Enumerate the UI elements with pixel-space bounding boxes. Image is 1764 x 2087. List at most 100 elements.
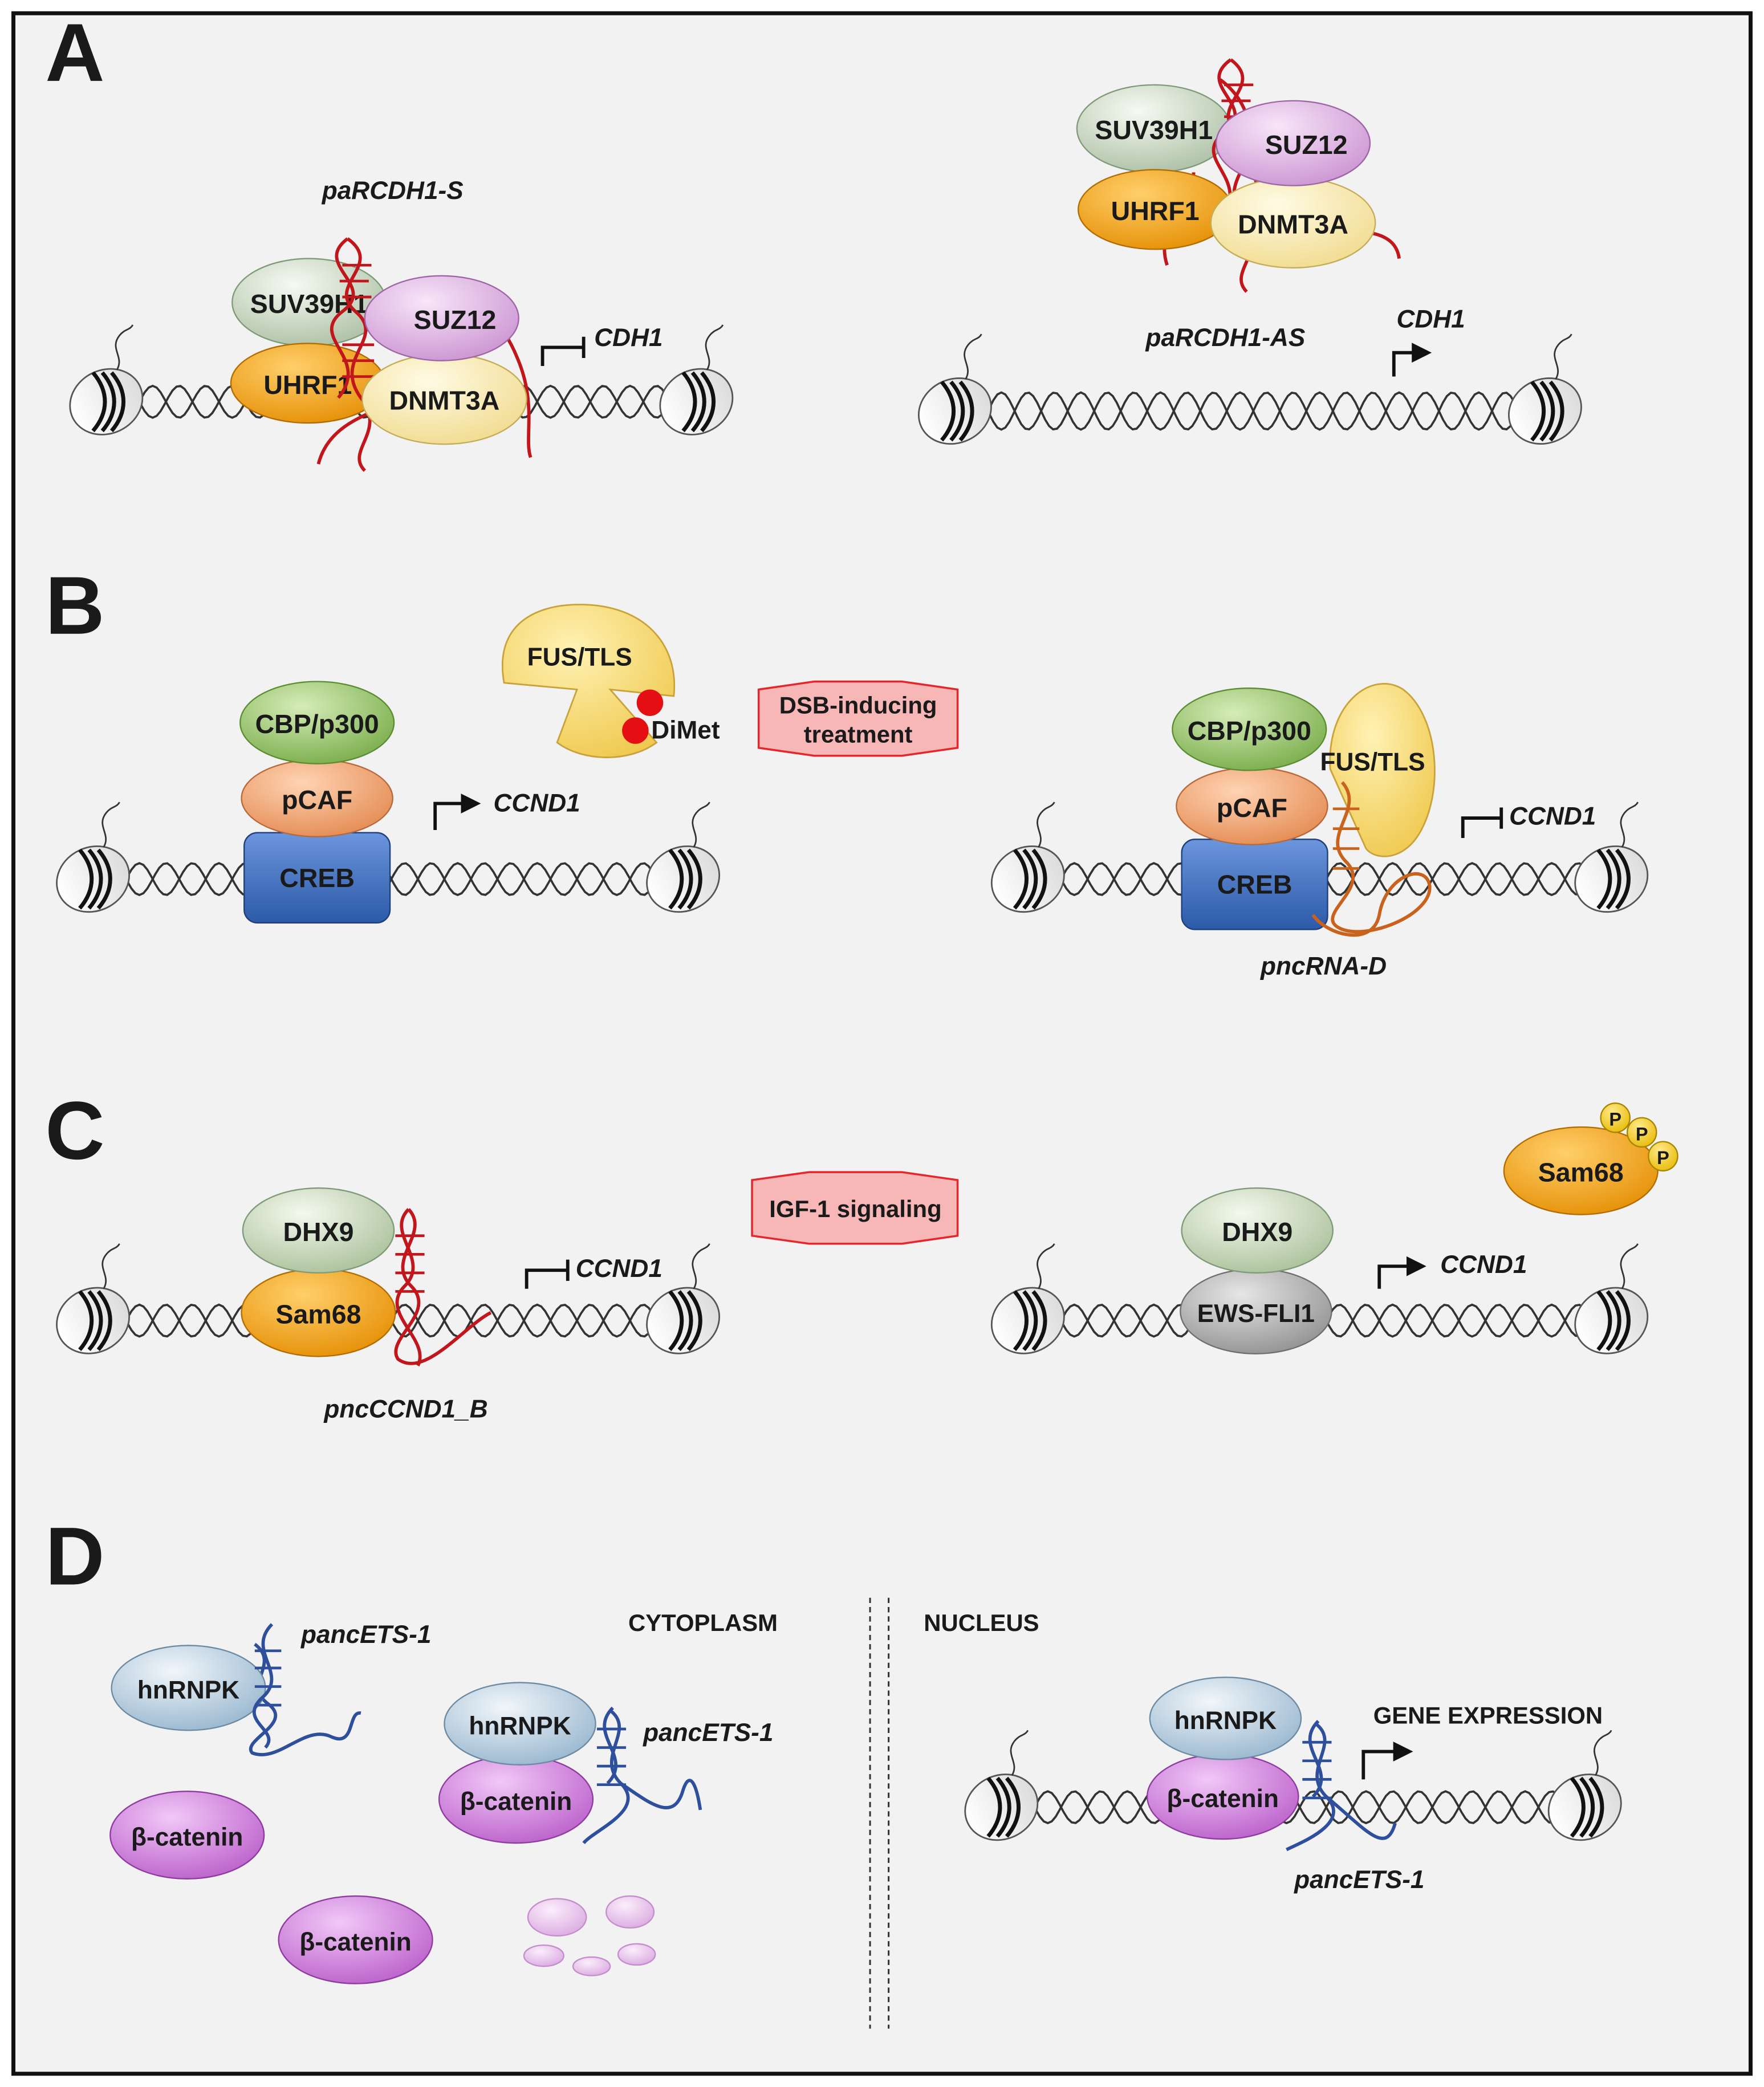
treatment-badge-igf1: IGF-1 signaling (751, 1171, 959, 1245)
treatment-label: IGF-1 signaling (769, 1195, 941, 1222)
rna-label: paRCDH1-AS (1145, 324, 1305, 352)
dnmt3a-label: DNMT3A (1238, 209, 1348, 239)
cbp-label: CBP/p300 (255, 709, 379, 739)
phosphate-label: P (1657, 1148, 1669, 1168)
active-promoter-arrow (433, 794, 481, 831)
nucleus-label: NUCLEUS (924, 1609, 1039, 1636)
rna-hairpin (1308, 1719, 1323, 1798)
panel-a-right: SUV39H1 UHRF1 DNMT3A SUZ12 paRCDH1-AS CD… (1076, 58, 1465, 377)
nucleosome-icon (56, 802, 131, 913)
repressed-promoter-symbol (1461, 816, 1502, 838)
nucleosome-icon (1574, 802, 1649, 913)
rna-label: paRCDH1-S (322, 177, 464, 205)
suv39h1-label: SUV39H1 (1095, 115, 1213, 145)
nucleosome-icon (990, 802, 1065, 913)
free-sam68-protein (1503, 1126, 1659, 1215)
gene-label: CCND1 (494, 789, 580, 817)
treatment-badge-dsb: DSB-inducing treatment (757, 680, 959, 757)
rna-label: pncRNA-D (1260, 953, 1387, 981)
fus-tls-label: FUS/TLS (1320, 748, 1425, 776)
treatment-label-line1: DSB-inducing (779, 691, 937, 718)
uhrf1-label: UHRF1 (1111, 196, 1200, 226)
nucleosome-icon (646, 802, 721, 913)
gene-label: CCND1 (576, 1255, 662, 1283)
active-promoter-arrow (1361, 1742, 1413, 1780)
dna-strand (960, 391, 1539, 431)
dhx9-label: DHX9 (1222, 1217, 1292, 1247)
suz12-protein (364, 275, 519, 361)
hnrnpk-label: hnRNPK (137, 1677, 239, 1704)
rna-label: pncCCND1_B (323, 1395, 487, 1423)
nucleosome-icon (990, 1243, 1065, 1354)
rna-hairpin (253, 1623, 274, 1749)
rna-label: pancETS-1 (643, 1719, 773, 1747)
panel-a-left: SUV39H1 UHRF1 DNMT3A SUZ12 paRCDH1-S CDH… (230, 177, 663, 472)
fus-tls-label: FUS/TLS (527, 644, 632, 672)
beta-catenin-label: β-catenin (131, 1824, 243, 1852)
active-promoter-arrow (1392, 343, 1432, 377)
suz12-label: SUZ12 (414, 305, 497, 335)
rna-hairpin (395, 1208, 422, 1366)
treatment-label-line2: treatment (804, 721, 913, 748)
panel-c-left: Sam68 DHX9 pncCCND1_B CCND1 (241, 1187, 662, 1423)
nucleosome-icon (646, 1243, 721, 1354)
sam68-label: Sam68 (276, 1299, 361, 1329)
phosphate-icon (1627, 1117, 1657, 1148)
beta-catenin-label: β-catenin (460, 1788, 572, 1816)
cbp-label: CBP/p300 (1188, 716, 1311, 746)
hnrnpk-label: hnRNPK (1174, 1707, 1277, 1735)
nucleosome-icon (56, 1243, 131, 1354)
cbp-protein (1172, 687, 1327, 771)
nucleosome-icon (1508, 333, 1582, 445)
nucleosome-icon (917, 333, 992, 445)
cytoplasm-label: CYTOPLASM (628, 1609, 778, 1636)
creb-label: CREB (1217, 870, 1292, 900)
gene-label: CDH1 (1396, 306, 1465, 333)
active-promoter-arrow (1377, 1256, 1426, 1289)
panel-d: CYTOPLASM NUCLEUS hnRNPK pancETS-1 β-cat… (109, 1597, 1603, 2029)
beta-catenin-label: β-catenin (1167, 1785, 1279, 1813)
phosphate-icon (1648, 1141, 1678, 1171)
hnrnpk-label: hnRNPK (469, 1712, 571, 1740)
panel-b-left: CREB pCAF CBP/p300 FUS/TLS DiMet CCND1 (239, 604, 720, 924)
panel-letter-a: A (45, 6, 104, 99)
dna-strand (1007, 1790, 1578, 1825)
gene-label: CDH1 (594, 324, 662, 352)
phosphate-label: P (1609, 1109, 1621, 1130)
phosphate-icon (1600, 1103, 1631, 1133)
rna-strand (1311, 781, 1432, 937)
creb-label: CREB (279, 863, 355, 893)
dimet-label: DiMet (651, 717, 720, 745)
dhx9-protein (242, 1187, 395, 1274)
panel-c-right: EWS-FLI1 DHX9 CCND1 Sam68 P P P (1180, 1103, 1678, 1354)
hnrnpk-protein (1149, 1677, 1302, 1760)
rna-label: pancETS-1 (300, 1621, 431, 1649)
suz12-label: SUZ12 (1265, 130, 1348, 160)
fus-tls-protein (1329, 683, 1436, 857)
panel-letter-d: D (45, 1510, 104, 1602)
panel-letter-c: C (45, 1084, 104, 1177)
methyl-dot (622, 717, 649, 744)
free-sam68-label: Sam68 (1538, 1157, 1624, 1187)
panel-b-right: FUS/TLS CREB pCAF CBP/p300 pncRNA-D CCND… (1172, 683, 1596, 981)
dhx9-label: DHX9 (283, 1217, 353, 1247)
hnrnpk-protein (444, 1682, 596, 1765)
beta-catenin-protein (109, 1791, 265, 1879)
pcaf-label: pCAF (1217, 793, 1287, 823)
panel-letter-b: B (45, 559, 104, 652)
repressed-promoter-symbol (540, 345, 584, 366)
uhrf1-label: UHRF1 (263, 370, 352, 400)
cbp-protein (239, 681, 395, 764)
dna-strand (960, 391, 1539, 431)
rna-label: pancETS-1 (1294, 1866, 1424, 1894)
beta-catenin-protein (278, 1895, 433, 1984)
rna-hairpin (603, 1706, 617, 1785)
methyl-dot (636, 689, 664, 716)
nucleosome-icon (659, 324, 734, 436)
gene-expression-label: GENE EXPRESSION (1373, 1702, 1603, 1729)
repressed-promoter-symbol (525, 1268, 568, 1289)
nucleosome-icon (964, 1730, 1039, 1841)
gene-label: CCND1 (1509, 803, 1596, 831)
nucleosome-icon (69, 324, 144, 436)
